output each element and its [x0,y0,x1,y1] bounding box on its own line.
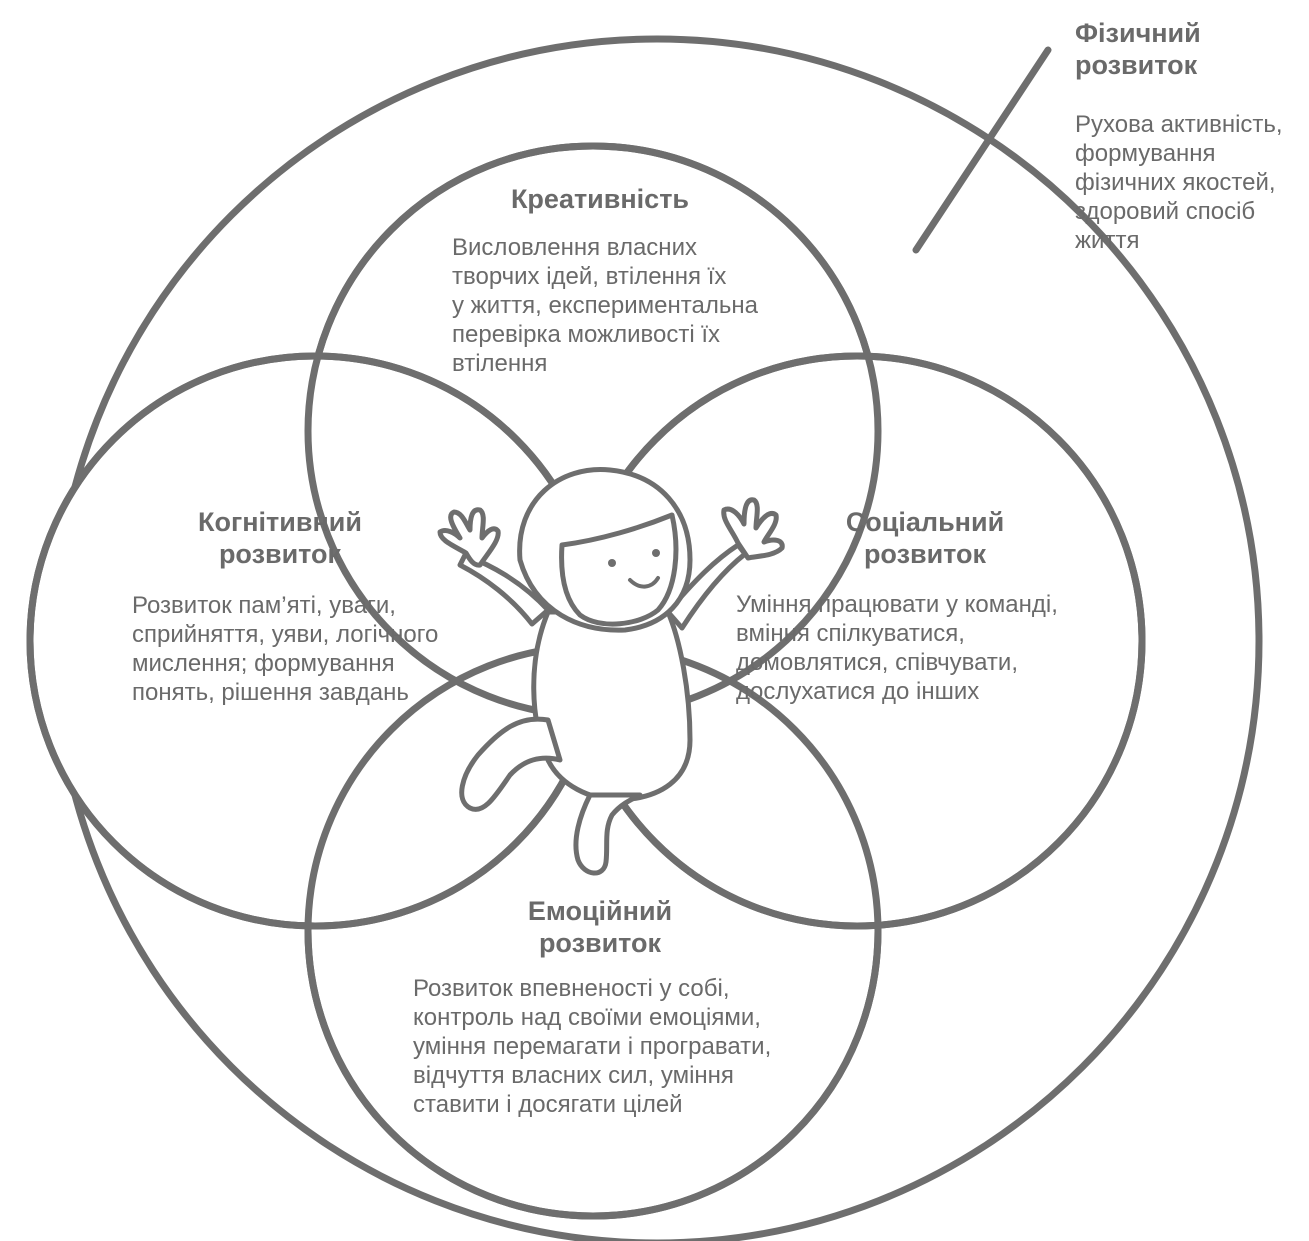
emotional-title: Емоційний розвиток [527,896,673,958]
child-eye-right [652,549,660,557]
physical-title: Фізичний розвиток [1075,18,1201,80]
physical-text: Рухова активність, формування фізичних я… [1075,111,1283,254]
cognitive-text: Розвиток пам’яті, уваги, сприйняття, уяв… [132,592,439,706]
creativity-title: Креативність [510,184,690,214]
child-eye-left [608,559,616,567]
creativity-text: Висловлення власних творчих ідей, втілен… [452,234,758,377]
physical-pointer-line [912,46,1052,254]
child-figure-icon [437,467,785,876]
emotional-text: Розвиток впевненості у собі, контроль на… [413,975,772,1118]
social-title: Соціальний розвиток [845,507,1005,569]
child-mouth [628,576,660,589]
cognitive-title: Когнітивний розвиток [198,507,362,569]
social-text: Уміння працювати у команді, вміння спілк… [736,591,1058,705]
